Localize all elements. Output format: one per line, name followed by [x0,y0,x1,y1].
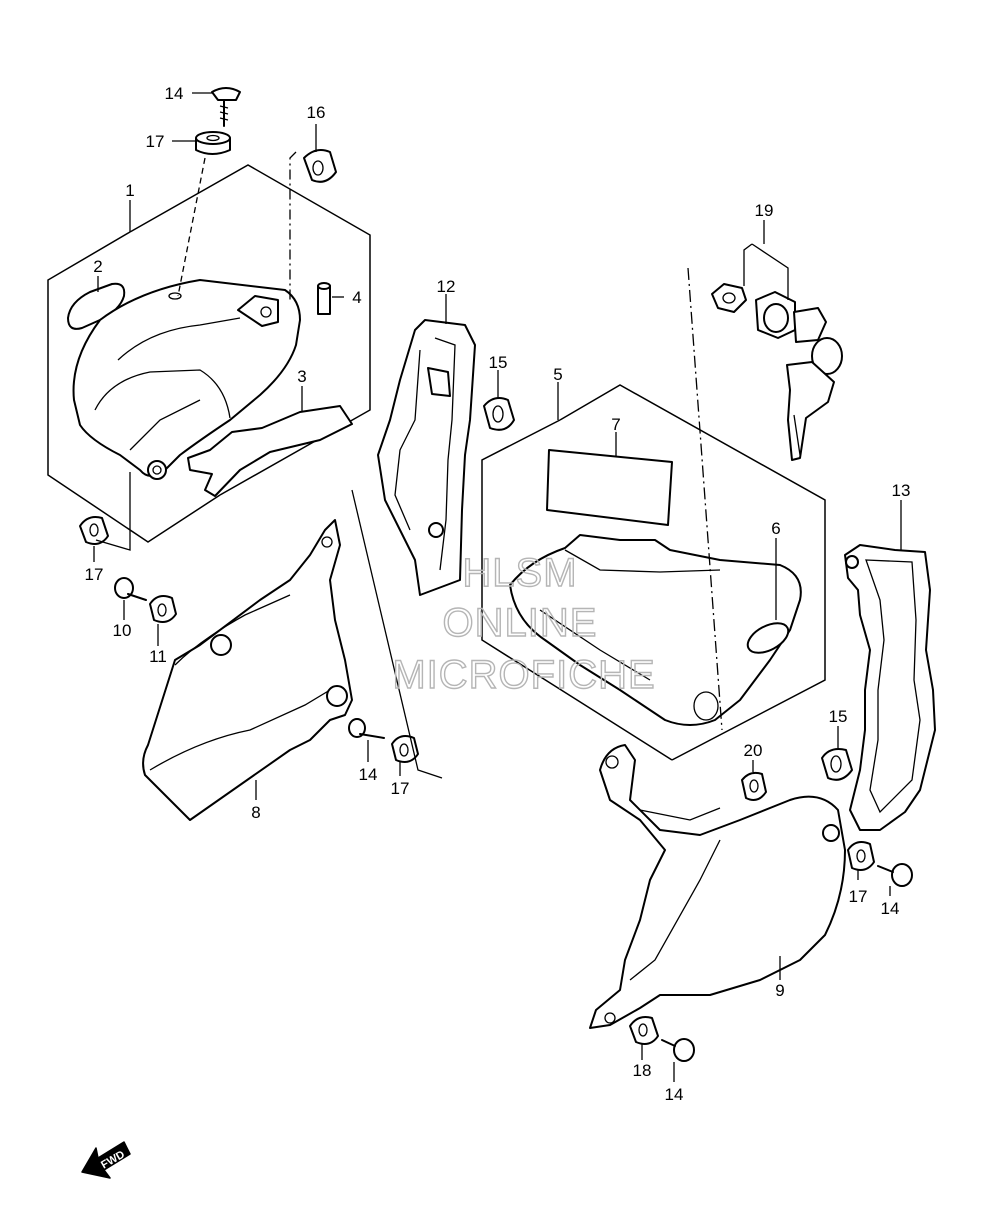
callout-19: 19 [755,201,774,220]
watermark-line-3: MICROFICHE [392,653,655,697]
part-14-screw-right[interactable] [877,863,913,887]
part-17-grommet-top[interactable] [195,131,231,155]
callout-2: 2 [93,257,102,276]
callout-1: 1 [125,181,134,200]
part-2-plate[interactable] [67,282,126,330]
part-18-grommet[interactable] [629,1016,659,1045]
callout-12: 12 [437,277,456,296]
callout-leaders [93,92,902,1082]
part-20-grommet[interactable] [741,771,767,801]
part-3-bracket[interactable] [187,405,353,497]
callout-15: 15 [829,707,848,726]
callout-14: 14 [359,765,378,784]
part-8-lower-cover[interactable] [142,519,353,821]
part-1-frame-cover[interactable] [72,279,301,480]
part-6-frame-cover[interactable] [509,534,802,726]
callout-17: 17 [146,132,165,151]
callout-15: 15 [489,353,508,372]
callout-labels: 14 17 16 1 2 4 3 17 10 11 12 15 5 7 6 19… [85,84,911,1104]
callout-13: 13 [892,481,911,500]
part-19-key-lock-set[interactable] [711,283,843,461]
watermark-line-2: ONLINE [443,601,598,645]
part-14-screw-top[interactable] [211,87,241,127]
callout-17: 17 [85,565,104,584]
part-9-lower-cover[interactable] [589,744,846,1029]
part-17-grommet-mid[interactable] [391,735,419,763]
callout-8: 8 [251,803,260,822]
part-7-label[interactable] [546,449,673,526]
part-11-grommet[interactable] [149,595,177,623]
callout-20: 20 [744,741,763,760]
part-15-grommet-right[interactable] [821,748,853,781]
callout-14: 14 [665,1085,684,1104]
callout-5: 5 [553,365,562,384]
part-17-grommet-right[interactable] [847,841,875,871]
part-10-screw[interactable] [114,577,147,601]
fwd-label: FWD [99,1149,127,1172]
fwd-arrow-icon: FWD [81,1141,131,1179]
callout-18: 18 [633,1061,652,1080]
callout-9: 9 [775,981,784,1000]
callout-14: 14 [165,84,184,103]
group-5-outline [481,384,826,761]
part-16-grommet[interactable] [303,149,337,183]
callout-16: 16 [307,103,326,122]
part-13-bracket[interactable] [844,544,936,831]
watermark: HLSM ONLINE MICROFICHE [392,550,656,697]
part-4-pin[interactable] [317,282,331,315]
watermark-line-1: HLSM [462,551,577,595]
callout-4: 4 [352,288,361,307]
callout-6: 6 [771,519,780,538]
callout-7: 7 [611,415,620,434]
part-15-grommet-mid[interactable] [483,397,515,431]
callout-11: 11 [149,647,167,666]
callout-3: 3 [297,367,306,386]
callout-17: 17 [849,887,868,906]
part-12-bracket[interactable] [377,319,476,596]
callout-10: 10 [113,621,132,640]
part-17-grommet-left[interactable] [79,516,109,545]
callout-17: 17 [391,779,410,798]
part-14-screw-mid[interactable] [348,718,385,739]
callout-14: 14 [881,899,900,918]
part-14-screw-bottom[interactable] [661,1038,695,1062]
